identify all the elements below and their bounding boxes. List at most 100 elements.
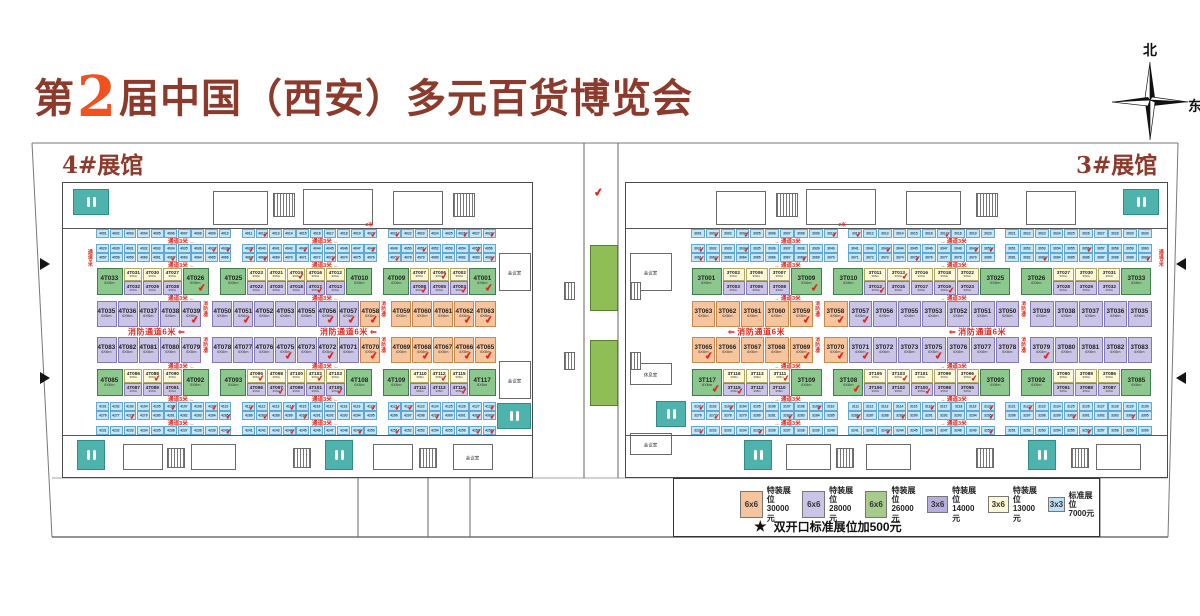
standard-booth: 3255 xyxy=(1064,425,1079,435)
arrow-icon: → xyxy=(939,363,946,370)
booth-number: 4007 xyxy=(180,231,188,236)
booth-number: 3086 xyxy=(1082,255,1090,260)
booth-number: 4032 xyxy=(139,246,148,251)
room xyxy=(1026,191,1076,225)
booth-number: 3032 xyxy=(709,246,717,251)
booth-number: 3289 xyxy=(895,413,904,418)
standard-booth: 3292 xyxy=(936,411,951,421)
booth-number: 3304 xyxy=(1126,413,1134,418)
booth-number: 3084 xyxy=(1052,255,1061,260)
standard-booth: 3119 xyxy=(966,402,980,412)
standard-booth: 4110 xyxy=(218,402,232,412)
title-part2: 届中国（西安）多元百货博览会 xyxy=(118,75,693,122)
booth-number: 3241 xyxy=(851,428,860,433)
standard-booth: 4252 xyxy=(401,425,415,435)
fire-lane-vertical-label: 消防通道6米 xyxy=(381,300,387,317)
booth-number: 3101 xyxy=(694,404,703,409)
booth-number: 3027 xyxy=(1096,231,1105,236)
booth-number: 4103 xyxy=(126,404,134,409)
booth-number: 4128 xyxy=(485,404,494,409)
booth-number: 4048 xyxy=(366,246,375,251)
standard-booth: 3294 xyxy=(966,411,980,421)
booth-number: 4294 xyxy=(353,413,361,418)
booth-number: 4277 xyxy=(112,413,121,418)
booth-number: 3055 xyxy=(1067,246,1075,251)
booth-number: 4252 xyxy=(404,428,412,433)
standard-booth: 4108 xyxy=(191,402,205,412)
page-title: 第2届中国（西安）多元百货博览会 xyxy=(34,64,693,130)
booth-number: 4025 xyxy=(444,231,453,236)
standard-booth: 3257 xyxy=(1093,425,1108,435)
fire-lane-gap xyxy=(822,369,832,396)
standard-booth: 3293 xyxy=(951,411,966,421)
standard-booth: 4246 xyxy=(310,425,323,435)
standard-booth: 3276 xyxy=(691,411,706,421)
booth-number: 4104 xyxy=(139,404,148,409)
booth-number: 3280 xyxy=(753,413,761,418)
booth-number: 4257 xyxy=(471,428,480,433)
booth-number: 3016 xyxy=(925,231,933,236)
standard-booth: 4232 xyxy=(109,425,123,435)
standard-booth: 4043✔ xyxy=(296,243,310,254)
booth-number: 3021 xyxy=(1008,231,1017,236)
standard-booth: 3029 xyxy=(1123,229,1137,238)
room xyxy=(303,189,373,225)
booth-number: 3243 xyxy=(881,428,889,433)
booth-number: 3089 xyxy=(1126,255,1134,260)
standard-booth: 3048 xyxy=(951,243,966,253)
booth-number: 3301 xyxy=(1082,413,1090,418)
entrance-arrow-icon xyxy=(1176,258,1186,270)
legend-price: 28000元 xyxy=(829,504,852,523)
standard-booth: 3258 xyxy=(1108,425,1123,435)
standard-booth: 3251 xyxy=(1005,425,1020,435)
aisle-gap xyxy=(377,229,387,238)
booth-number: 4036 xyxy=(194,246,202,251)
booth-number: 4054 xyxy=(458,246,466,251)
standard-booth: 4116 xyxy=(310,402,323,412)
booth-number: 4295 xyxy=(366,413,375,418)
booth-number: 3124 xyxy=(1052,404,1061,409)
arrow-icon: → xyxy=(773,396,780,403)
booth-number: 4113 xyxy=(272,404,280,409)
standard-booth: 4012✔ xyxy=(255,229,269,239)
booth-number: 4045 xyxy=(326,246,334,251)
booth-number: 3303 xyxy=(1111,413,1120,418)
standard-booth: 4030 xyxy=(109,243,123,253)
standard-booth: 4231 xyxy=(96,425,110,435)
standard-booth: 3033 xyxy=(720,243,735,253)
booth-number: 4109 xyxy=(207,404,216,409)
booth-number: 4102 xyxy=(112,404,121,409)
standard-booth: 3022 xyxy=(1020,229,1035,238)
